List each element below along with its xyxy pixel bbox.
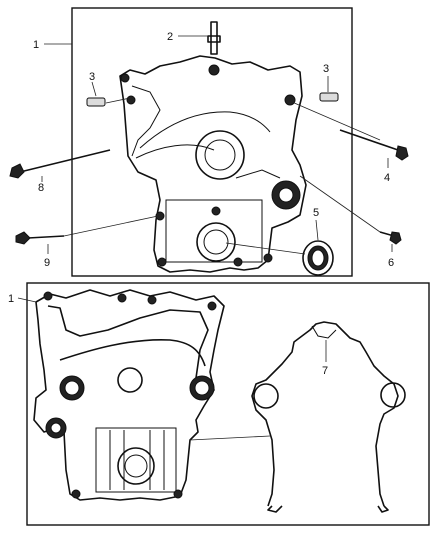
callout-7: 7 — [322, 365, 328, 377]
callout-1-bottom: 1 — [8, 293, 14, 305]
callout-8: 8 — [38, 182, 44, 194]
gasket-part-7 — [251, 321, 399, 513]
callout-3-left: 3 — [89, 71, 95, 83]
timing-cover-front-view — [119, 55, 307, 273]
dowel-pin-left — [86, 97, 106, 107]
callout-2: 2 — [167, 31, 173, 43]
callout-4: 4 — [384, 172, 390, 184]
dowel-pin-right — [319, 92, 339, 102]
callout-9: 9 — [44, 257, 50, 269]
callout-6: 6 — [388, 257, 394, 269]
bolt-part-6 — [379, 231, 402, 245]
top-panel-frame — [71, 7, 353, 277]
bottom-panel-frame — [26, 282, 430, 526]
seal-part-5 — [302, 240, 334, 276]
callout-3-right: 3 — [323, 63, 329, 75]
gasket-right-loop — [380, 382, 406, 408]
callout-5: 5 — [313, 207, 319, 219]
bolt-part-4 — [339, 129, 409, 161]
bolt-part-9 — [15, 231, 65, 245]
callout-1-top: 1 — [33, 39, 39, 51]
timing-cover-rear-view — [33, 289, 225, 501]
bolt-part-8 — [9, 149, 111, 179]
stud-part-2 — [207, 21, 221, 55]
gasket-left-loop — [253, 383, 279, 409]
